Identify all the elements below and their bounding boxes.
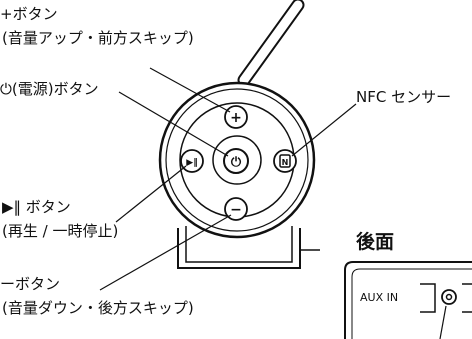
plus-button-desc: (音量アップ・前方スキップ): [2, 29, 194, 47]
nfc-sensor-label: NFC センサー: [356, 88, 451, 106]
minus-button-desc: (音量ダウン・後方スキップ): [2, 299, 194, 317]
nfc-button[interactable]: N: [273, 149, 297, 173]
power-button-label: ⏻(電源)ボタン: [0, 80, 99, 98]
power-button[interactable]: ⏻: [223, 148, 249, 174]
leader-lines: [99, 67, 357, 291]
aux-in-label: AUX IN: [360, 291, 398, 304]
minus-button-label: ーボタン: [0, 275, 60, 293]
svg-text:N: N: [282, 158, 289, 167]
plus-icon: +: [230, 110, 242, 126]
minus-button[interactable]: −: [224, 197, 248, 221]
minus-icon: −: [230, 202, 242, 218]
play-pause-button[interactable]: ▶‖: [180, 149, 204, 173]
rear-panel: [344, 261, 472, 339]
play-button-label: ▶‖ ボタン: [2, 198, 71, 216]
rear-title: 後面: [356, 230, 394, 253]
play-pause-icon: ▶‖: [186, 158, 197, 168]
plus-button-label: +ボタン: [0, 5, 58, 23]
speaker-stand: [177, 226, 320, 269]
play-button-desc: (再生 / 一時停止): [2, 222, 118, 240]
aux-in-jack[interactable]: [441, 289, 457, 305]
power-icon: ⏻: [231, 155, 242, 170]
antenna: [237, 0, 305, 87]
nfc-icon: [279, 154, 291, 168]
plus-button[interactable]: +: [224, 105, 248, 129]
